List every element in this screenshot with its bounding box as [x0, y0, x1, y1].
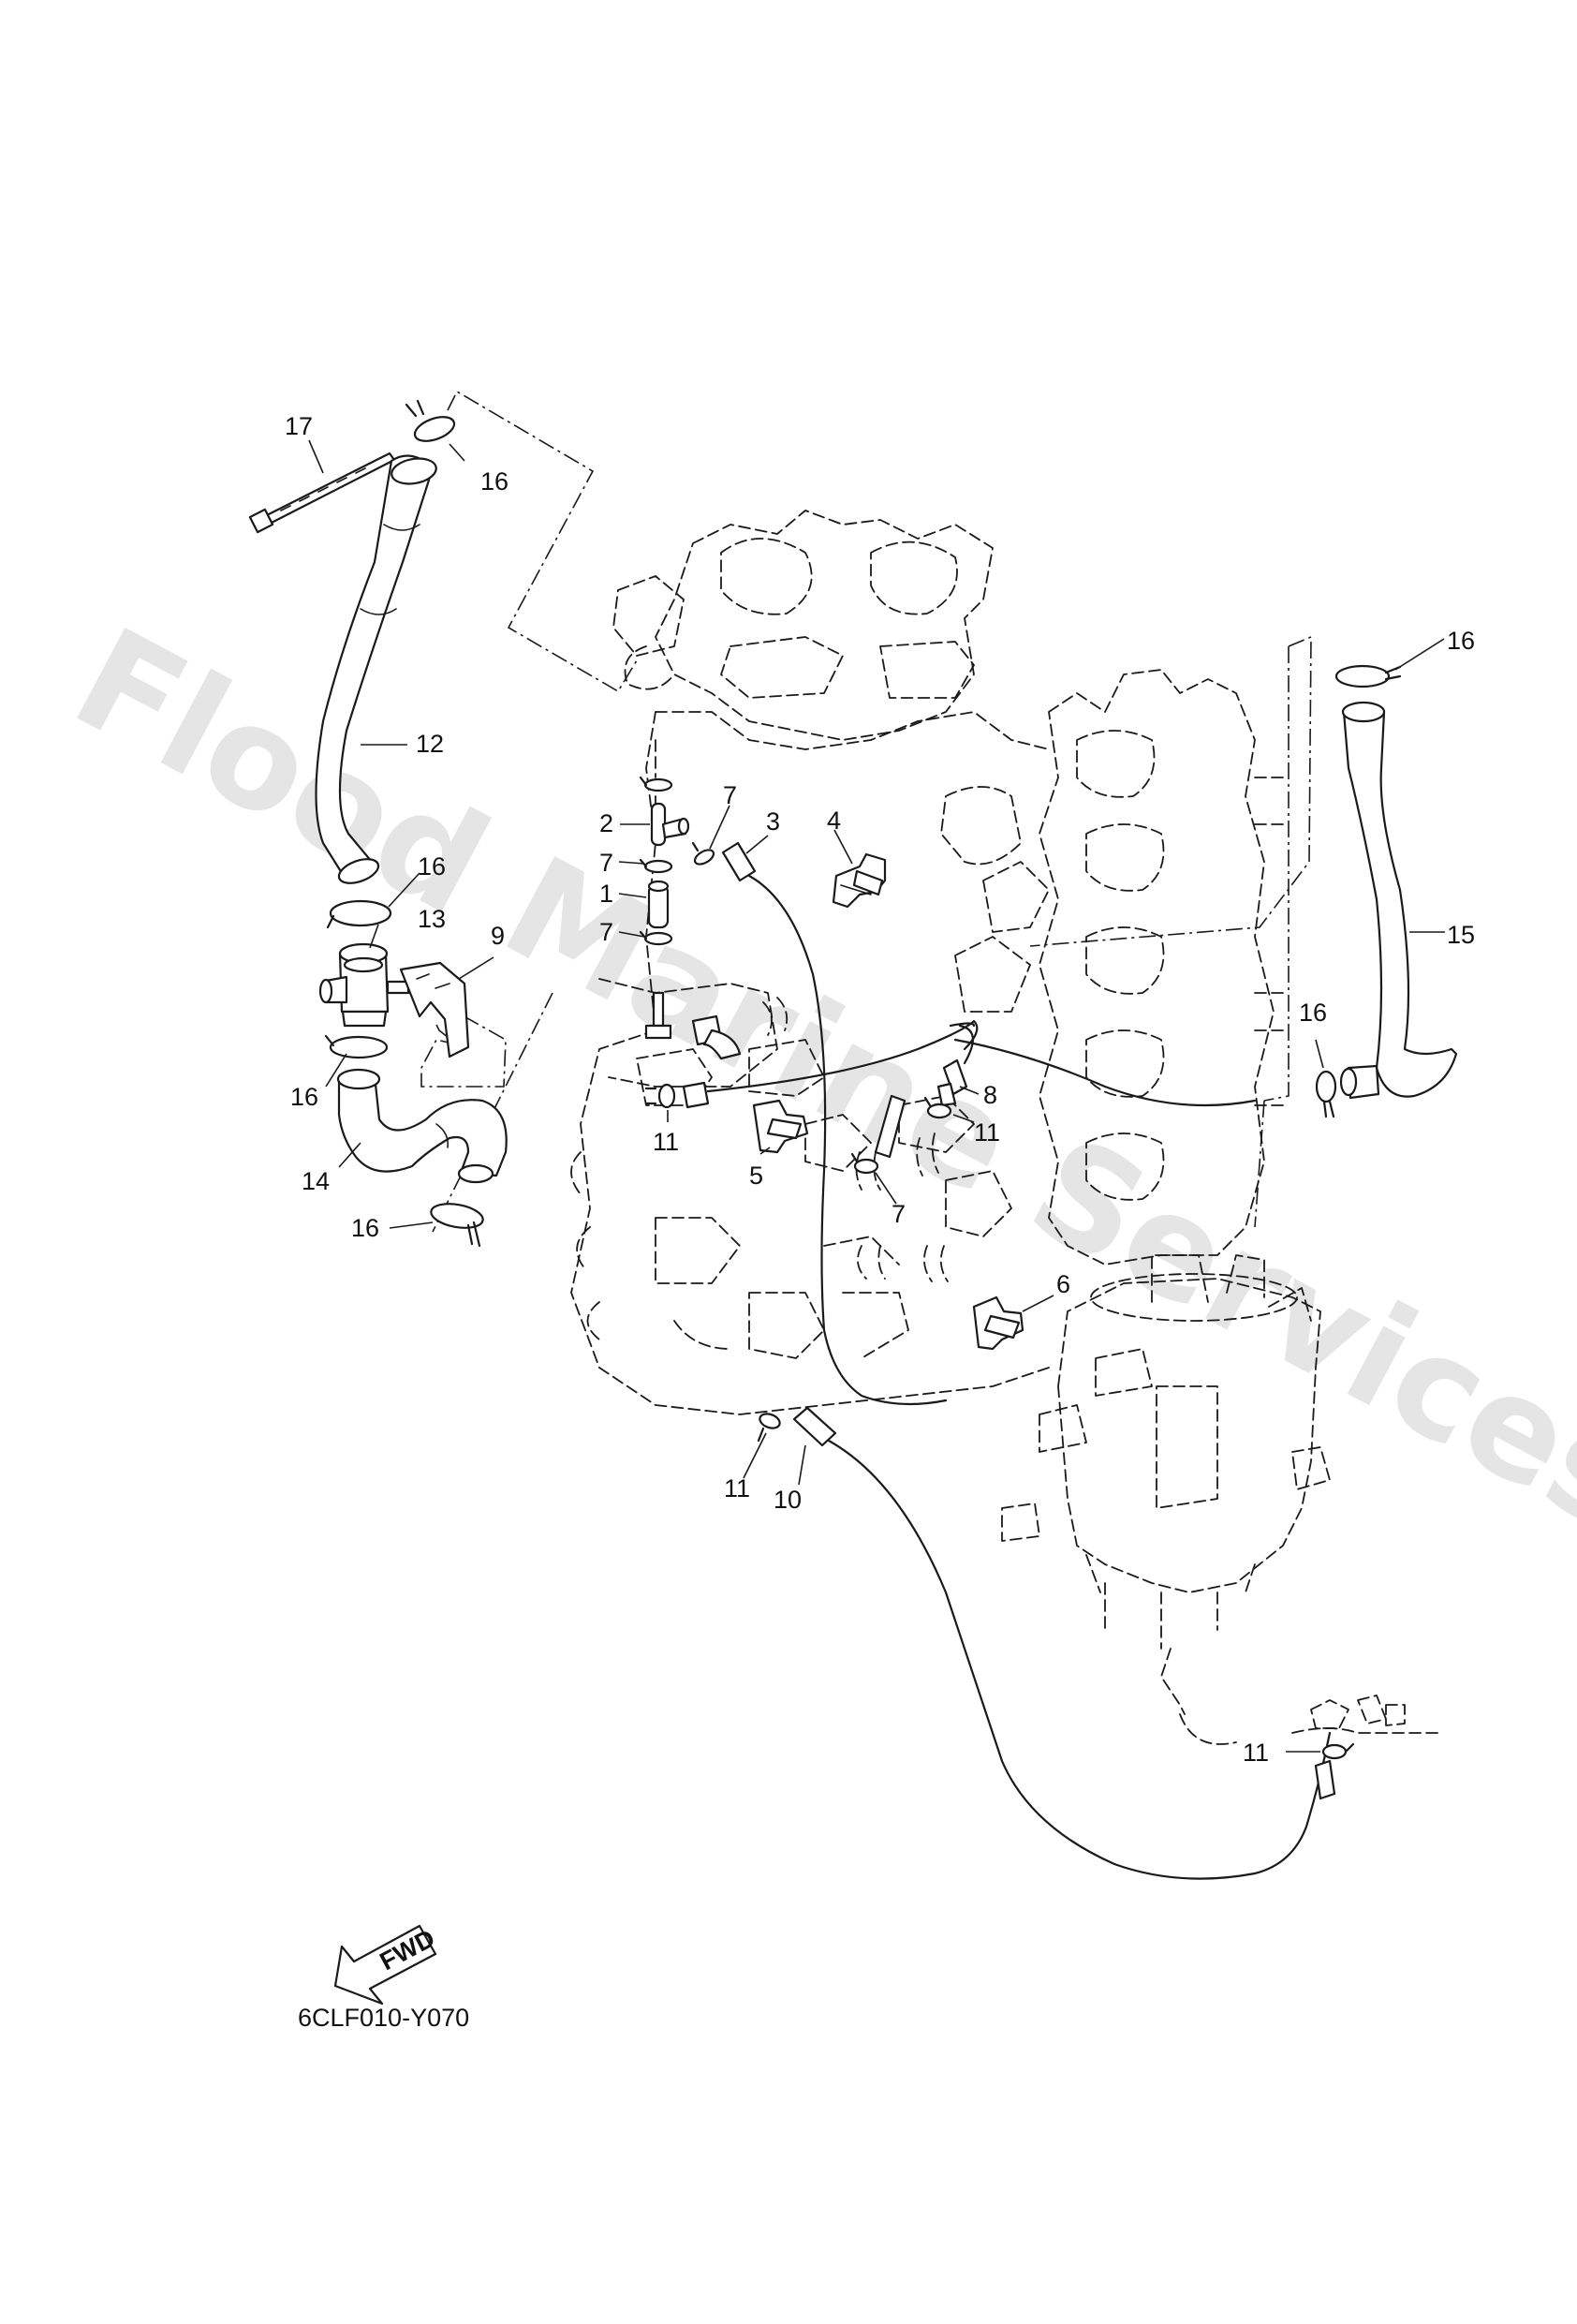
callout-3: 3 [766, 807, 780, 836]
part-7-clip-d[interactable] [691, 841, 715, 867]
part-12-hose[interactable] [315, 454, 438, 888]
part-16-hose-clamp-4[interactable] [429, 1200, 484, 1248]
part-16-hose-clamp-5[interactable] [1334, 664, 1402, 688]
callout-2: 2 [599, 809, 613, 837]
fuel-vapor-separator [1001, 1254, 1443, 1745]
callout-labels: 17 16 12 16 13 9 16 14 16 2 7 3 4 7 1 7 … [285, 412, 1475, 1767]
callout-7: 7 [599, 849, 613, 877]
part-11-clip-bottom[interactable] [757, 1412, 781, 1443]
sensor-stub [644, 991, 742, 1060]
part-16-hose-clamp-top[interactable] [405, 399, 457, 446]
callout-16: 16 [1299, 999, 1327, 1027]
phantom-leader-lines [420, 390, 1312, 1233]
callout-4: 4 [827, 807, 841, 835]
callout-7: 7 [723, 781, 737, 809]
callout-12: 12 [416, 730, 444, 758]
part-7-clip-e[interactable] [850, 1152, 879, 1175]
part-7-clip-b[interactable] [639, 858, 673, 874]
part-13-fitting[interactable] [318, 942, 410, 1028]
callout-8: 8 [983, 1081, 997, 1109]
callout-11: 11 [1243, 1739, 1269, 1767]
hose-segment-mid [874, 1094, 906, 1159]
part-11-clip-mid[interactable] [923, 1096, 952, 1119]
part-8-hose-segment[interactable] [949, 1022, 976, 1065]
part-16-hose-clamp-6[interactable] [1315, 1070, 1337, 1118]
fwd-arrow-icon: FWD [333, 1924, 439, 2006]
callout-11: 11 [974, 1118, 1000, 1147]
part-2-tee-joint[interactable] [650, 802, 690, 847]
part-16-hose-clamp-3[interactable] [324, 1034, 389, 1059]
callout-leaders [308, 439, 1445, 1753]
callout-10: 10 [774, 1486, 802, 1514]
part-11-clip-left[interactable] [644, 1083, 676, 1109]
callout-1: 1 [599, 880, 613, 908]
callout-17: 17 [285, 412, 313, 440]
callout-15: 15 [1447, 921, 1475, 949]
callout-16: 16 [290, 1083, 318, 1111]
part-7-clip-a[interactable] [639, 776, 673, 792]
part-9-bracket[interactable] [399, 961, 470, 1058]
callout-14: 14 [302, 1167, 330, 1195]
part-16-hose-clamp-2[interactable] [326, 899, 392, 929]
engine-block-phantom [570, 510, 1284, 1415]
part-10-hose[interactable] [792, 1406, 1332, 1880]
callout-11: 11 [653, 1128, 679, 1156]
callout-9: 9 [491, 922, 505, 950]
diagram-code: 6CLF010-Y070 [298, 2004, 469, 2032]
callout-7: 7 [892, 1200, 906, 1228]
callout-16: 16 [418, 852, 446, 881]
callout-16: 16 [480, 467, 508, 496]
part-11-clip-right[interactable] [1321, 1742, 1355, 1760]
part-7-clip-c[interactable] [639, 930, 673, 946]
part-17-cable-tie[interactable] [248, 451, 396, 534]
callout-16: 16 [1447, 627, 1475, 655]
callout-11: 11 [724, 1474, 750, 1502]
callout-13: 13 [418, 905, 446, 933]
part-1-hose-short[interactable] [647, 880, 670, 929]
part-14-hose[interactable] [336, 1068, 508, 1184]
part-8-hose[interactable] [682, 1019, 979, 1109]
part-15-hose[interactable] [1339, 701, 1458, 1100]
part-4-clamp[interactable] [832, 852, 887, 909]
callout-7: 7 [599, 918, 613, 946]
callout-5: 5 [749, 1162, 763, 1190]
hose-stub-right [1314, 1759, 1336, 1800]
part-8-hose-run [953, 1038, 1257, 1107]
part-6-clamp[interactable] [972, 1295, 1024, 1351]
callout-6: 6 [1056, 1270, 1070, 1298]
callout-16: 16 [351, 1214, 379, 1242]
part-3-hose[interactable] [721, 841, 948, 1406]
